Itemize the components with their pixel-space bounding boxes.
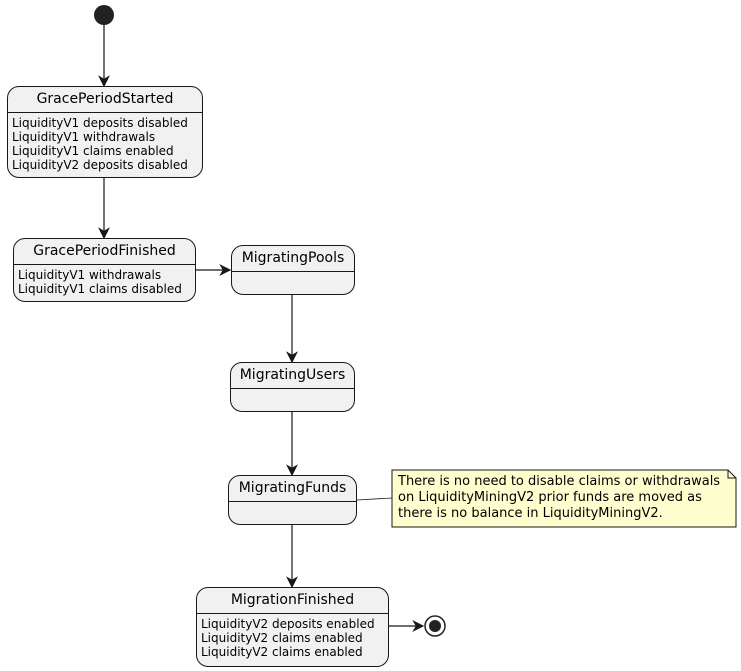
final-state-inner [429,620,441,632]
state-detail-line: LiquidityV1 withdrawals [18,268,162,282]
state-detail-line: LiquidityV2 deposits enabled [201,617,375,631]
state-title: MigratingUsers [231,363,354,389]
note-line: There is no need to disable claims or wi… [398,474,721,489]
state-migrating-pools: MigratingPools [231,245,355,295]
state-detail-line: LiquidityV2 claims enabled [201,631,363,645]
state-title: MigratingFunds [229,476,356,502]
state-migrating-funds: MigratingFunds [228,475,357,525]
state-detail-line: LiquidityV1 claims enabled [12,144,174,158]
state-title: MigratingPools [232,246,354,272]
migration-note: There is no need to disable claims or wi… [392,470,736,527]
state-migration-finished: MigrationFinished LiquidityV2 deposits e… [196,587,389,667]
note-shape [391,469,737,528]
note-line: there is no balance in LiquidityMiningV2… [398,506,663,521]
state-grace-period-finished: GracePeriodFinished LiquidityV1 withdraw… [13,238,196,302]
state-detail-line: LiquidityV2 deposits disabled [12,158,188,172]
note-line: on LiquidityMiningV2 prior funds are mov… [398,490,702,505]
note-fold [727,470,736,479]
state-title: MigrationFinished [197,588,388,614]
state-detail-line: LiquidityV1 deposits disabled [12,116,188,130]
state-detail-line: LiquidityV2 claims enabled [201,645,363,659]
state-detail-line: LiquidityV1 withdrawals [12,130,156,144]
state-title: GracePeriodFinished [14,239,195,265]
note-connector [356,497,393,501]
state-detail-line: LiquidityV1 claims disabled [18,282,182,296]
state-details: LiquidityV2 deposits enabled LiquidityV2… [197,614,388,659]
state-migrating-users: MigratingUsers [230,362,355,412]
state-grace-period-started: GracePeriodStarted LiquidityV1 deposits … [7,86,203,178]
state-details: LiquidityV1 withdrawals LiquidityV1 clai… [14,265,195,296]
state-title: GracePeriodStarted [8,87,202,113]
state-details: LiquidityV1 deposits disabled LiquidityV… [8,113,202,172]
initial-state-dot [94,5,114,25]
